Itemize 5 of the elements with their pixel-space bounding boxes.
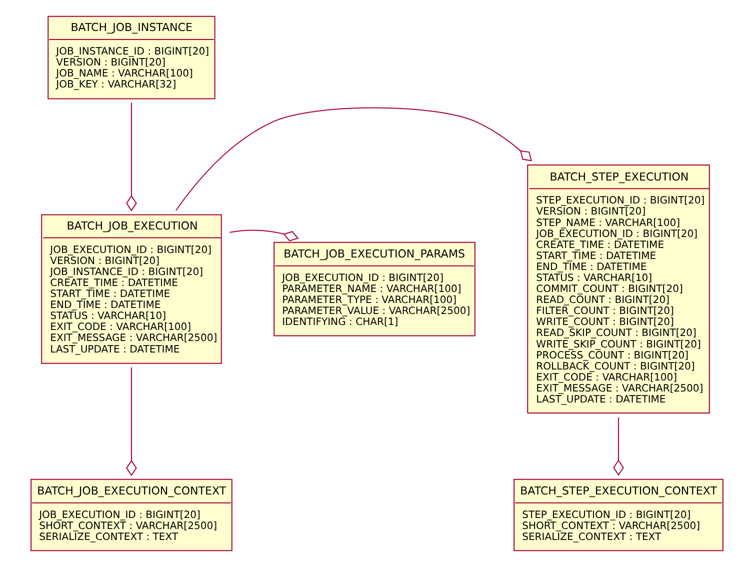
connector [126,367,137,476]
connector [126,102,137,212]
connector [613,417,624,476]
connector [175,107,532,211]
connector [230,230,299,242]
